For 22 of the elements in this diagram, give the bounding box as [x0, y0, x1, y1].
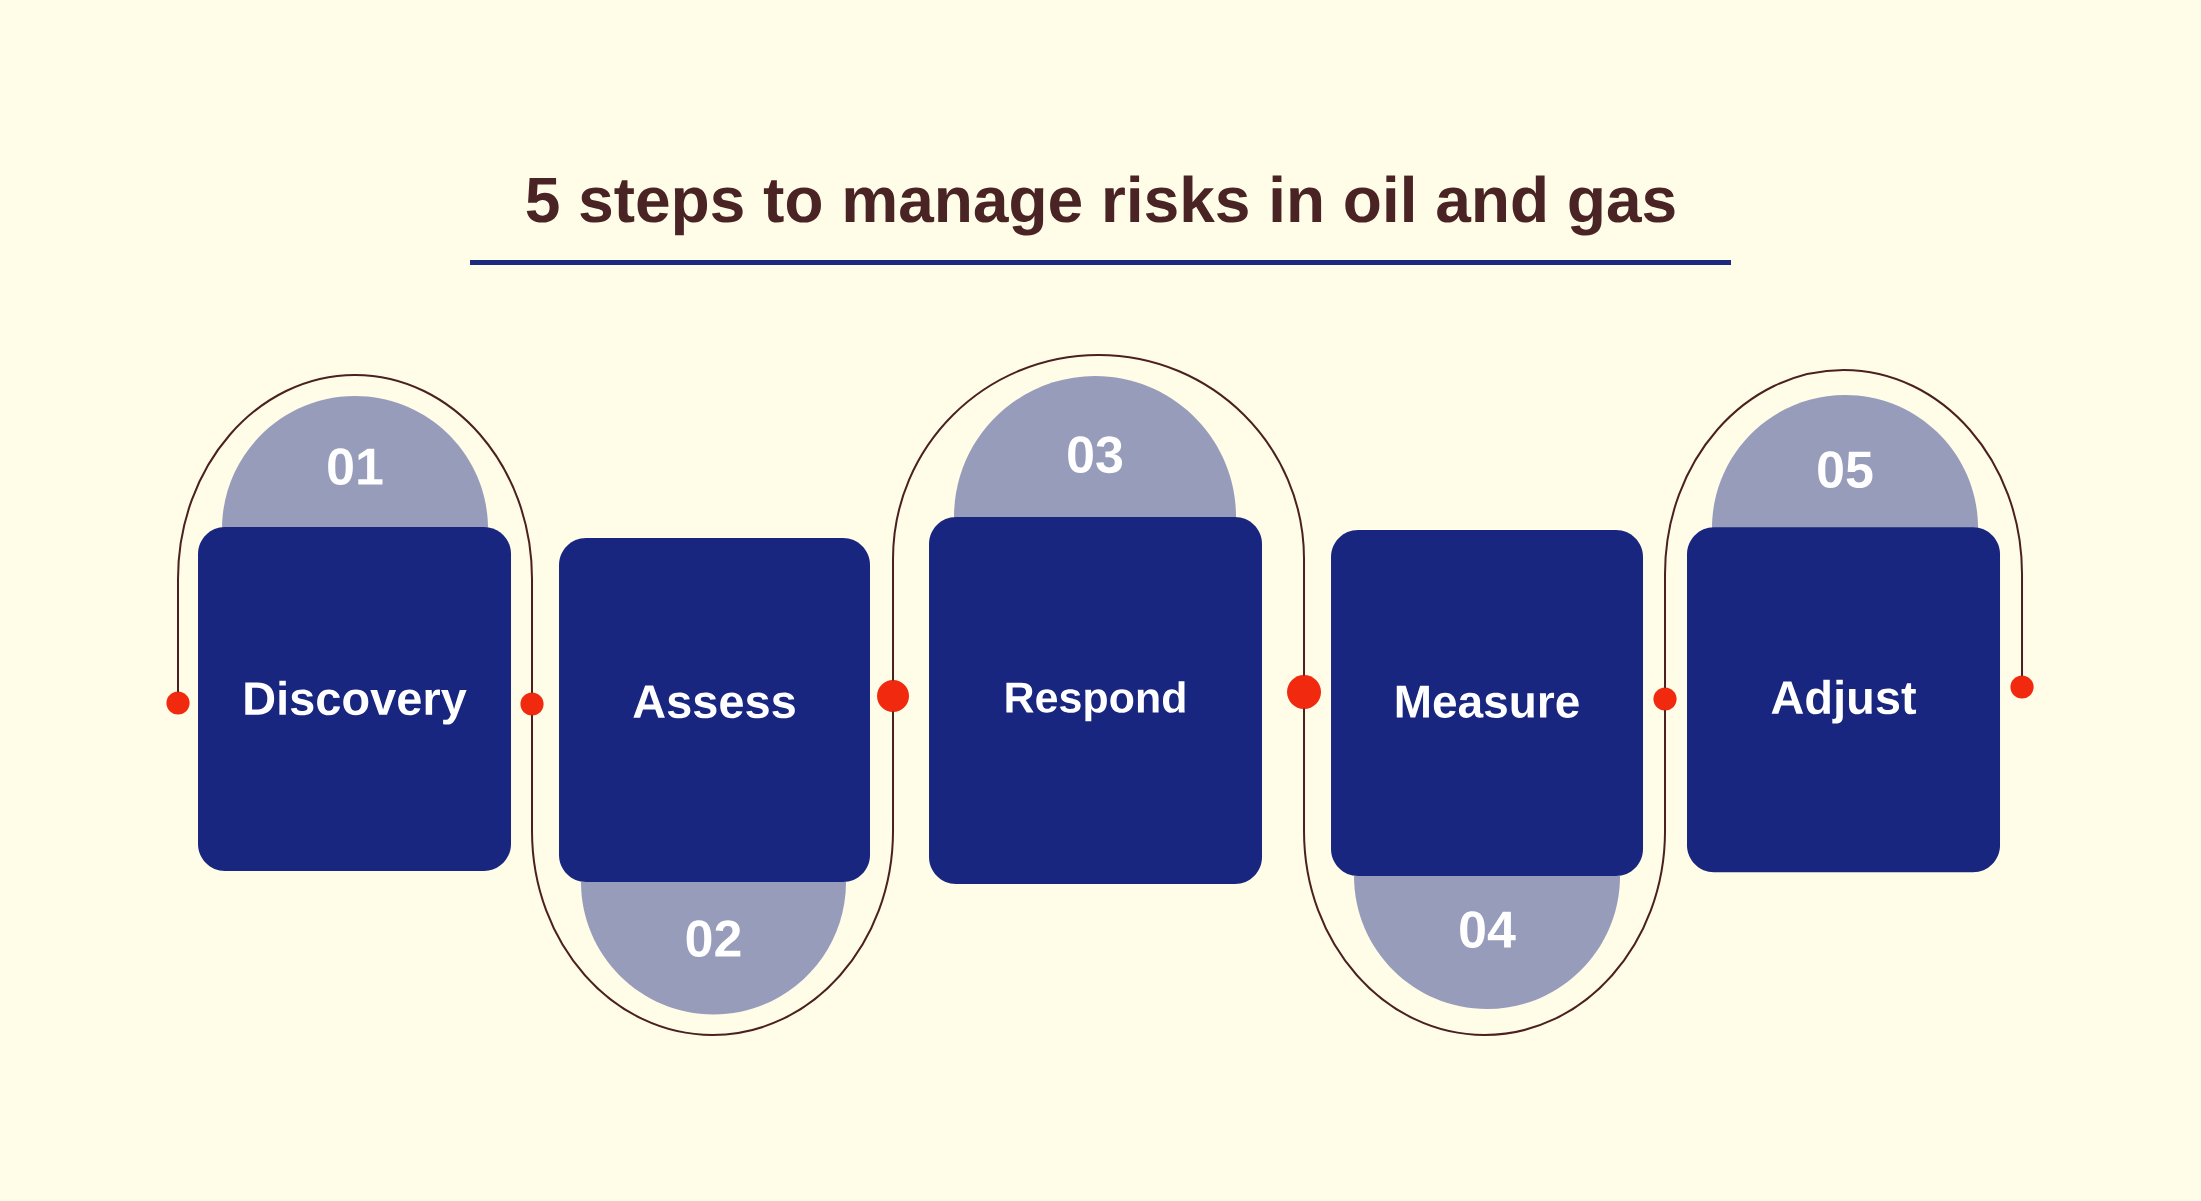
- step-box: Respond: [929, 517, 1262, 884]
- number-tab: 04: [1354, 876, 1620, 1009]
- step-box: Adjust: [1687, 527, 2000, 873]
- dot: [877, 680, 909, 712]
- title: 5 steps to manage risks in oil and gas: [526, 175, 1675, 236]
- connector-line: [892, 354, 1305, 681]
- step-box: Measure: [1331, 530, 1643, 876]
- step-box: Discovery: [198, 527, 511, 871]
- connector-line: [1303, 708, 1666, 1036]
- dot: [520, 692, 544, 716]
- connector-line: [531, 711, 894, 1036]
- number-tab: 01: [222, 396, 488, 529]
- number-tab: 05: [1712, 395, 1978, 528]
- number-tab: 03: [954, 376, 1236, 517]
- dot: [1287, 675, 1321, 709]
- step-box: Assess: [559, 538, 870, 882]
- dot: [1653, 687, 1677, 711]
- connector-line: [1664, 369, 2023, 689]
- number-tab: 02: [581, 882, 846, 1015]
- connector-line: [177, 374, 533, 694]
- dot: [2010, 675, 2034, 699]
- dot: [166, 691, 190, 715]
